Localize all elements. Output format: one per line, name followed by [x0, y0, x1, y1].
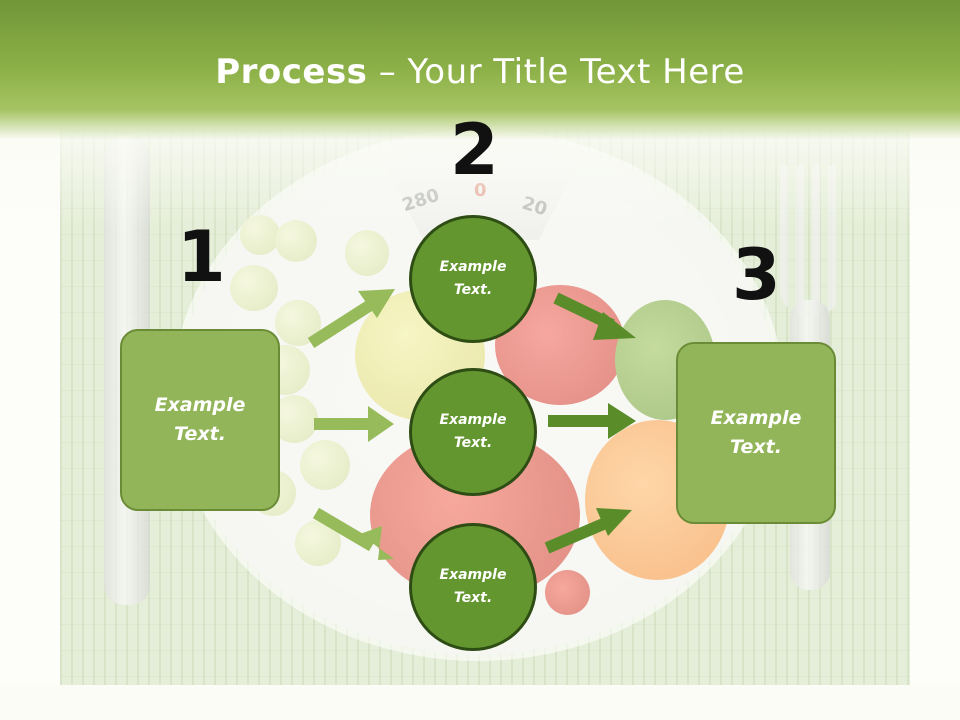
title-bold: Process [215, 52, 368, 92]
bottom-strip [0, 685, 960, 720]
circle-top-text: Example Text. [439, 259, 507, 298]
header-band [0, 0, 960, 140]
arrow-middle-to-right-head [608, 403, 636, 439]
arrow-left-to-bottom-head [360, 526, 394, 560]
arrow-left-to-top [307, 298, 376, 349]
circle-bottom-text: Example Text. [439, 567, 507, 606]
grape [345, 230, 389, 276]
step-number-3: 3 [732, 234, 781, 316]
circle-middle-text: Example Text. [439, 412, 507, 451]
arrow-left-to-bottom [312, 507, 376, 552]
arrow-bottom-to-right-head [596, 508, 632, 536]
arrow-left-to-middle-head [368, 406, 394, 442]
grape [300, 440, 350, 490]
grape [230, 265, 278, 311]
arrow-left-to-top-head [358, 289, 395, 318]
right-text-box[interactable]: Example Text. [676, 342, 836, 524]
page-title: Process – Your Title Text Here [0, 52, 960, 92]
title-rest: – Your Title Text Here [367, 52, 745, 92]
circle-bottom[interactable]: Example Text. [409, 523, 537, 651]
arrow-top-to-right-head [593, 312, 636, 340]
step-number-2: 2 [450, 109, 499, 191]
right-box-text: Example Text. [710, 407, 802, 458]
arrow-bottom-to-right [544, 516, 611, 554]
circle-middle[interactable]: Example Text. [409, 368, 537, 496]
circle-top[interactable]: Example Text. [409, 215, 537, 343]
step-number-1: 1 [177, 216, 226, 298]
cherry-tomato-image [545, 570, 590, 615]
left-text-box[interactable]: Example Text. [120, 329, 280, 511]
left-box-text: Example Text. [154, 394, 246, 445]
